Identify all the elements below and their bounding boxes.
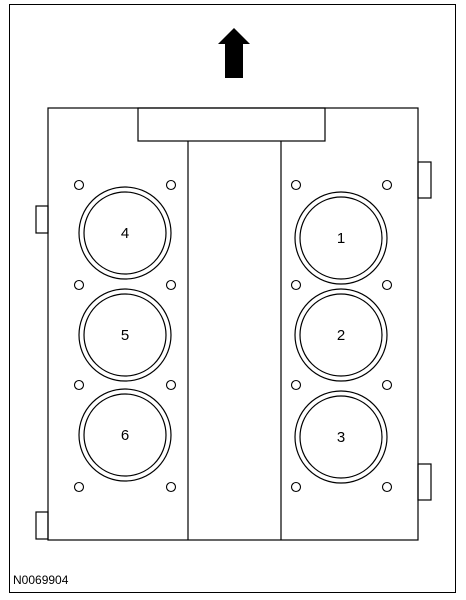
bolt-hole bbox=[381, 379, 393, 391]
cylinder-5: 5 bbox=[78, 288, 172, 382]
figure-id: N0069904 bbox=[13, 573, 69, 587]
bolt-hole bbox=[290, 279, 302, 291]
bolt-hole bbox=[73, 379, 85, 391]
diagram-frame bbox=[9, 4, 456, 593]
cylinder-2-label: 2 bbox=[337, 327, 345, 344]
bolt-hole bbox=[381, 279, 393, 291]
bolt-hole bbox=[165, 379, 177, 391]
cylinder-4-label: 4 bbox=[121, 225, 129, 242]
cylinder-1-label: 1 bbox=[337, 230, 345, 247]
bolt-hole bbox=[165, 179, 177, 191]
side-tab-right-bottom bbox=[417, 463, 432, 501]
arrow-up-icon bbox=[218, 28, 250, 78]
cylinder-3-label: 3 bbox=[337, 429, 345, 446]
bolt-hole bbox=[165, 481, 177, 493]
side-tab-left-bottom bbox=[35, 511, 49, 540]
bolt-hole bbox=[73, 481, 85, 493]
cylinder-4: 4 bbox=[78, 186, 172, 280]
cylinder-5-label: 5 bbox=[121, 327, 129, 344]
bolt-hole bbox=[290, 179, 302, 191]
bolt-hole bbox=[381, 179, 393, 191]
bolt-hole bbox=[165, 279, 177, 291]
bolt-hole bbox=[381, 481, 393, 493]
cylinder-6-label: 6 bbox=[121, 427, 129, 444]
bolt-hole bbox=[73, 179, 85, 191]
cylinder-3: 3 bbox=[294, 390, 388, 484]
bolt-hole bbox=[290, 481, 302, 493]
cylinder-2: 2 bbox=[294, 288, 388, 382]
cylinder-1: 1 bbox=[294, 191, 388, 285]
front-cover bbox=[137, 107, 326, 142]
side-tab-right-top bbox=[417, 161, 432, 199]
bolt-hole bbox=[290, 379, 302, 391]
side-tab-left-top bbox=[35, 205, 49, 234]
cylinder-6: 6 bbox=[78, 388, 172, 482]
bolt-hole bbox=[73, 279, 85, 291]
